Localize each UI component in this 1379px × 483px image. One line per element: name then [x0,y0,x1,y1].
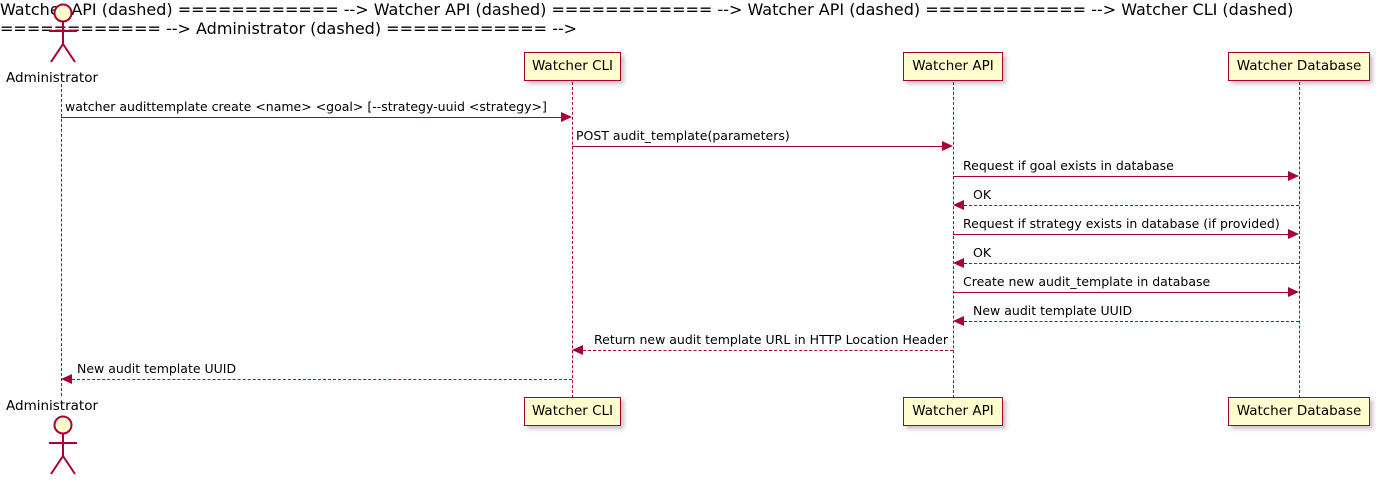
participant-label-watcher-api-top: Watcher API [912,57,994,74]
lifeline-watcher-cli [572,82,573,398]
actor-administrator-bottom [36,414,88,478]
actor-label-administrator-bottom: Administrator [6,398,99,414]
message-1-line [61,117,561,118]
message-1-arrowhead [561,112,572,122]
message-2-label: POST audit_template(parameters) [576,127,790,143]
message-5-label: Request if strategy exists in database (… [963,215,1280,231]
message-9-label: Return new audit template URL in HTTP Lo… [594,331,948,347]
participant-box-watcher-cli-bottom[interactable]: Watcher CLI [524,397,621,426]
message-6-label: OK [973,244,992,260]
participant-box-watcher-database-bottom[interactable]: Watcher Database [1228,397,1370,426]
message-4-arrowhead [953,200,964,210]
actor-icon [49,3,77,63]
message-3-line [953,176,1288,177]
message-8-line [964,321,1299,322]
participant-box-watcher-database-top[interactable]: Watcher Database [1228,52,1370,81]
actor-administrator-top [36,2,88,66]
participant-label-watcher-cli-bottom: Watcher CLI [531,402,614,419]
actor-label-administrator-top: Administrator [6,70,99,86]
participant-box-watcher-api-bottom[interactable]: Watcher API [903,397,1003,426]
message-3-label: Request if goal exists in database [963,157,1174,173]
message-2-arrowhead [942,141,953,151]
lifeline-watcher-api [953,82,954,398]
message-1-label: watcher audittemplate create <name> <goa… [65,98,547,114]
message-2-line [572,146,942,147]
participant-label-watcher-database-bottom: Watcher Database [1236,402,1362,419]
participant-label-watcher-api-bottom: Watcher API [912,402,994,419]
message-10-label: New audit template UUID [77,360,237,376]
message-4-label: OK [973,186,992,202]
message-9-arrowhead [572,345,583,355]
message-7-label: Create new audit_template in database [963,273,1211,289]
lifeline-administrator [61,84,62,396]
message-10-arrowhead [61,374,72,384]
lifeline-watcher-database [1299,82,1300,398]
message-7-line [953,292,1288,293]
participant-box-watcher-cli-top[interactable]: Watcher CLI [524,52,621,81]
participant-box-watcher-api-top[interactable]: Watcher API [903,52,1003,81]
message-8-label: New audit template UUID [973,302,1133,318]
participant-label-watcher-cli-top: Watcher CLI [531,57,614,74]
message-3-arrowhead [1288,171,1299,181]
message-8-arrowhead [953,316,964,326]
actor-icon [49,415,77,475]
message-4-line [964,205,1299,206]
message-9-line [583,350,953,351]
message-6-arrowhead [953,258,964,268]
message-5-arrowhead [1288,229,1299,239]
message-6-line [964,263,1299,264]
message-5-line [953,234,1288,235]
message-10-line [72,379,572,380]
participant-label-watcher-database-top: Watcher Database [1236,57,1362,74]
message-7-arrowhead [1288,287,1299,297]
